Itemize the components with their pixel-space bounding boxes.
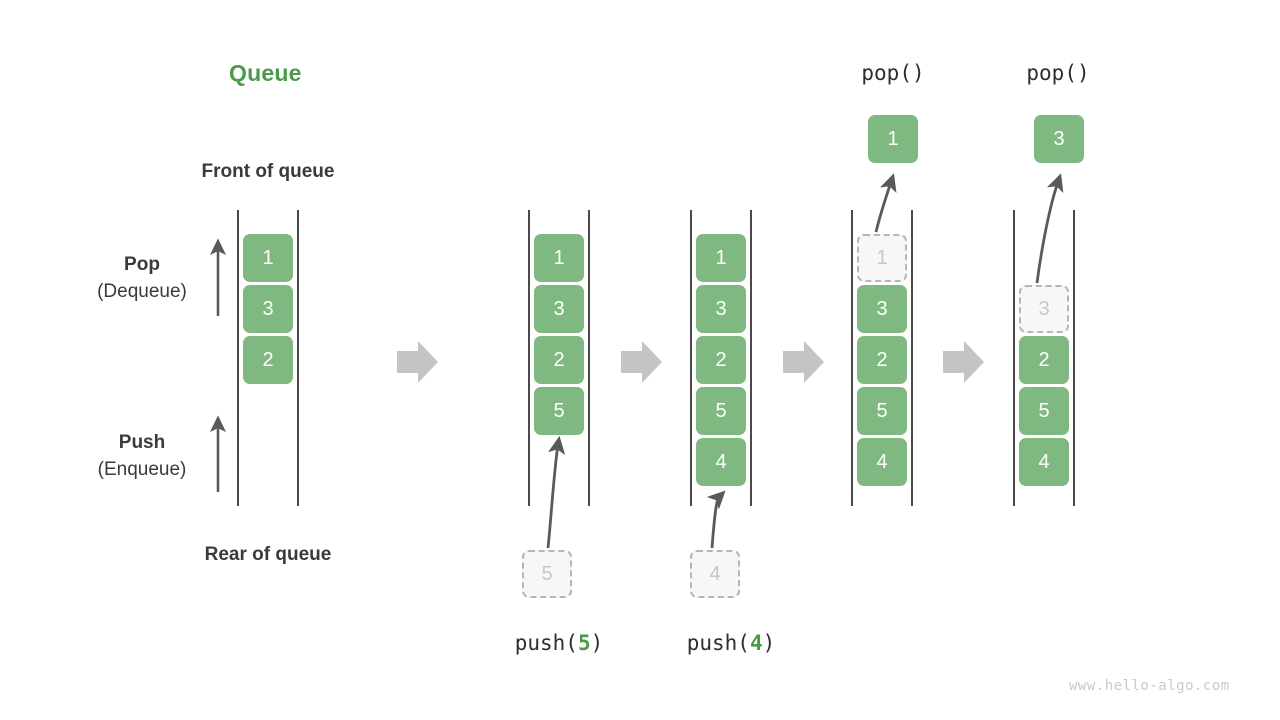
step-arrow-icon <box>621 341 662 383</box>
push-5-prefix: push( <box>514 631 578 655</box>
queue-cell: 2 <box>534 336 584 384</box>
incoming-cell-4: 4 <box>690 550 740 598</box>
pop-label-secondary: (Dequeue) <box>97 281 187 302</box>
panel-rail-right <box>297 210 299 506</box>
queue-cell: 2 <box>696 336 746 384</box>
push-label-primary: Push <box>118 432 166 453</box>
step-arrow-icon <box>783 341 824 383</box>
step-arrow-icon <box>943 341 984 383</box>
queue-cell: 3 <box>243 285 293 333</box>
popped-cell-3: 3 <box>1034 115 1084 163</box>
push-4-value: 4 <box>749 631 763 655</box>
queue-cell: 2 <box>1019 336 1069 384</box>
panel-rail-left <box>851 210 853 506</box>
panel-rail-right <box>750 210 752 506</box>
queue-panel-after-pop-3: 3 2 5 4 <box>1013 210 1075 506</box>
push-4-prefix: push( <box>686 631 750 655</box>
panel-rail-right <box>911 210 913 506</box>
push-5-suffix: ) <box>590 631 604 655</box>
queue-cell: 1 <box>243 234 293 282</box>
pop-label-primary: Pop <box>124 254 160 275</box>
queue-cell-vacated: 1 <box>857 234 907 282</box>
queue-panel-after-push-4: 1 3 2 5 4 <box>690 210 752 506</box>
queue-cell: 4 <box>1019 438 1069 486</box>
queue-cell: 2 <box>243 336 293 384</box>
panel-rail-left <box>528 210 530 506</box>
queue-cell: 3 <box>696 285 746 333</box>
push-4-suffix: ) <box>762 631 776 655</box>
queue-panel-after-pop-1: 1 3 2 5 4 <box>851 210 913 506</box>
queue-panel-after-push-5: 1 3 2 5 <box>528 210 590 506</box>
panel-rail-right <box>588 210 590 506</box>
queue-cell: 5 <box>1019 387 1069 435</box>
queue-cell: 4 <box>696 438 746 486</box>
step-arrow-icon <box>397 341 438 383</box>
queue-cell: 1 <box>534 234 584 282</box>
push-5-operation-label: push(5) <box>479 631 639 655</box>
panel-rail-left <box>237 210 239 506</box>
queue-cell: 5 <box>857 387 907 435</box>
panel-rail-right <box>1073 210 1075 506</box>
push-label-group: Push (Enqueue) <box>62 430 222 484</box>
incoming-cell-5: 5 <box>522 550 572 598</box>
front-of-queue-label: Front of queue <box>201 161 335 182</box>
panel-rail-left <box>1013 210 1015 506</box>
queue-cell: 1 <box>696 234 746 282</box>
queue-cell-vacated: 3 <box>1019 285 1069 333</box>
queue-cell: 2 <box>857 336 907 384</box>
rear-of-queue-label: Rear of queue <box>204 544 332 565</box>
pop-label-group: Pop (Dequeue) <box>62 252 222 306</box>
popped-cell-1: 1 <box>868 115 918 163</box>
pop-1-operation-label: pop() <box>861 61 925 85</box>
diagram-title: Queue <box>229 60 302 86</box>
queue-panel-initial: 1 3 2 <box>237 210 299 506</box>
push-5-value: 5 <box>577 631 591 655</box>
queue-cell: 3 <box>534 285 584 333</box>
queue-cell: 4 <box>857 438 907 486</box>
queue-cell: 5 <box>696 387 746 435</box>
queue-cell: 5 <box>534 387 584 435</box>
panel-rail-left <box>690 210 692 506</box>
push-4-operation-label: push(4) <box>651 631 811 655</box>
watermark: www.hello-algo.com <box>1069 678 1230 694</box>
push-label-secondary: (Enqueue) <box>97 459 187 480</box>
queue-cell: 3 <box>857 285 907 333</box>
pop-2-operation-label: pop() <box>1026 61 1090 85</box>
